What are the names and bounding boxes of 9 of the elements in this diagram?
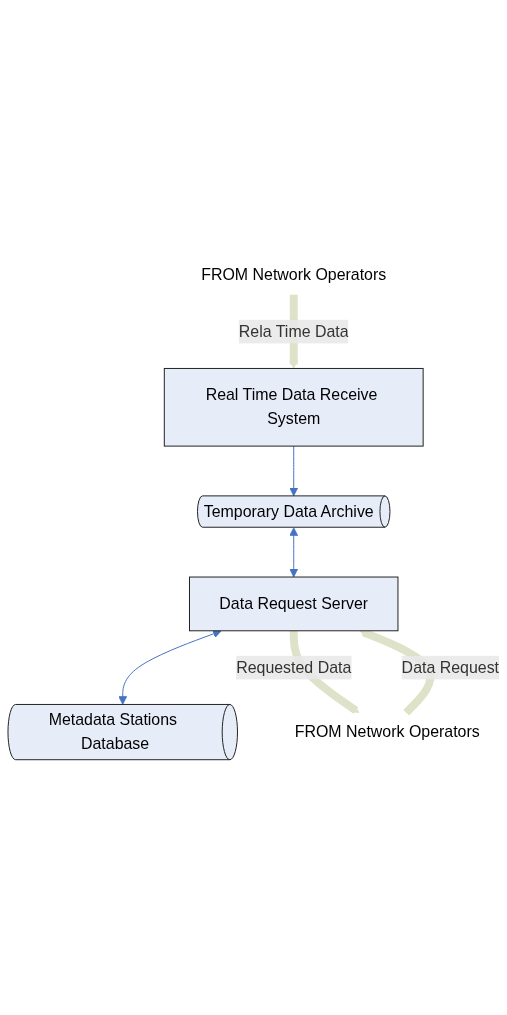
node-text: Temporary Data Archive: [203, 502, 374, 520]
edge-label: Requested Data: [236, 658, 352, 676]
node-text: Metadata Stations Database: [48, 710, 178, 752]
node-text: FROM Network Operators: [201, 266, 387, 283]
node-box: Data Request Server: [189, 576, 399, 631]
edge-label: Data Request: [401, 658, 500, 676]
node-text: FROM Network Operators: [294, 722, 480, 740]
node-box: Real Time Data Receive System: [163, 367, 424, 447]
edge-label: Rela Time Data: [238, 322, 349, 340]
